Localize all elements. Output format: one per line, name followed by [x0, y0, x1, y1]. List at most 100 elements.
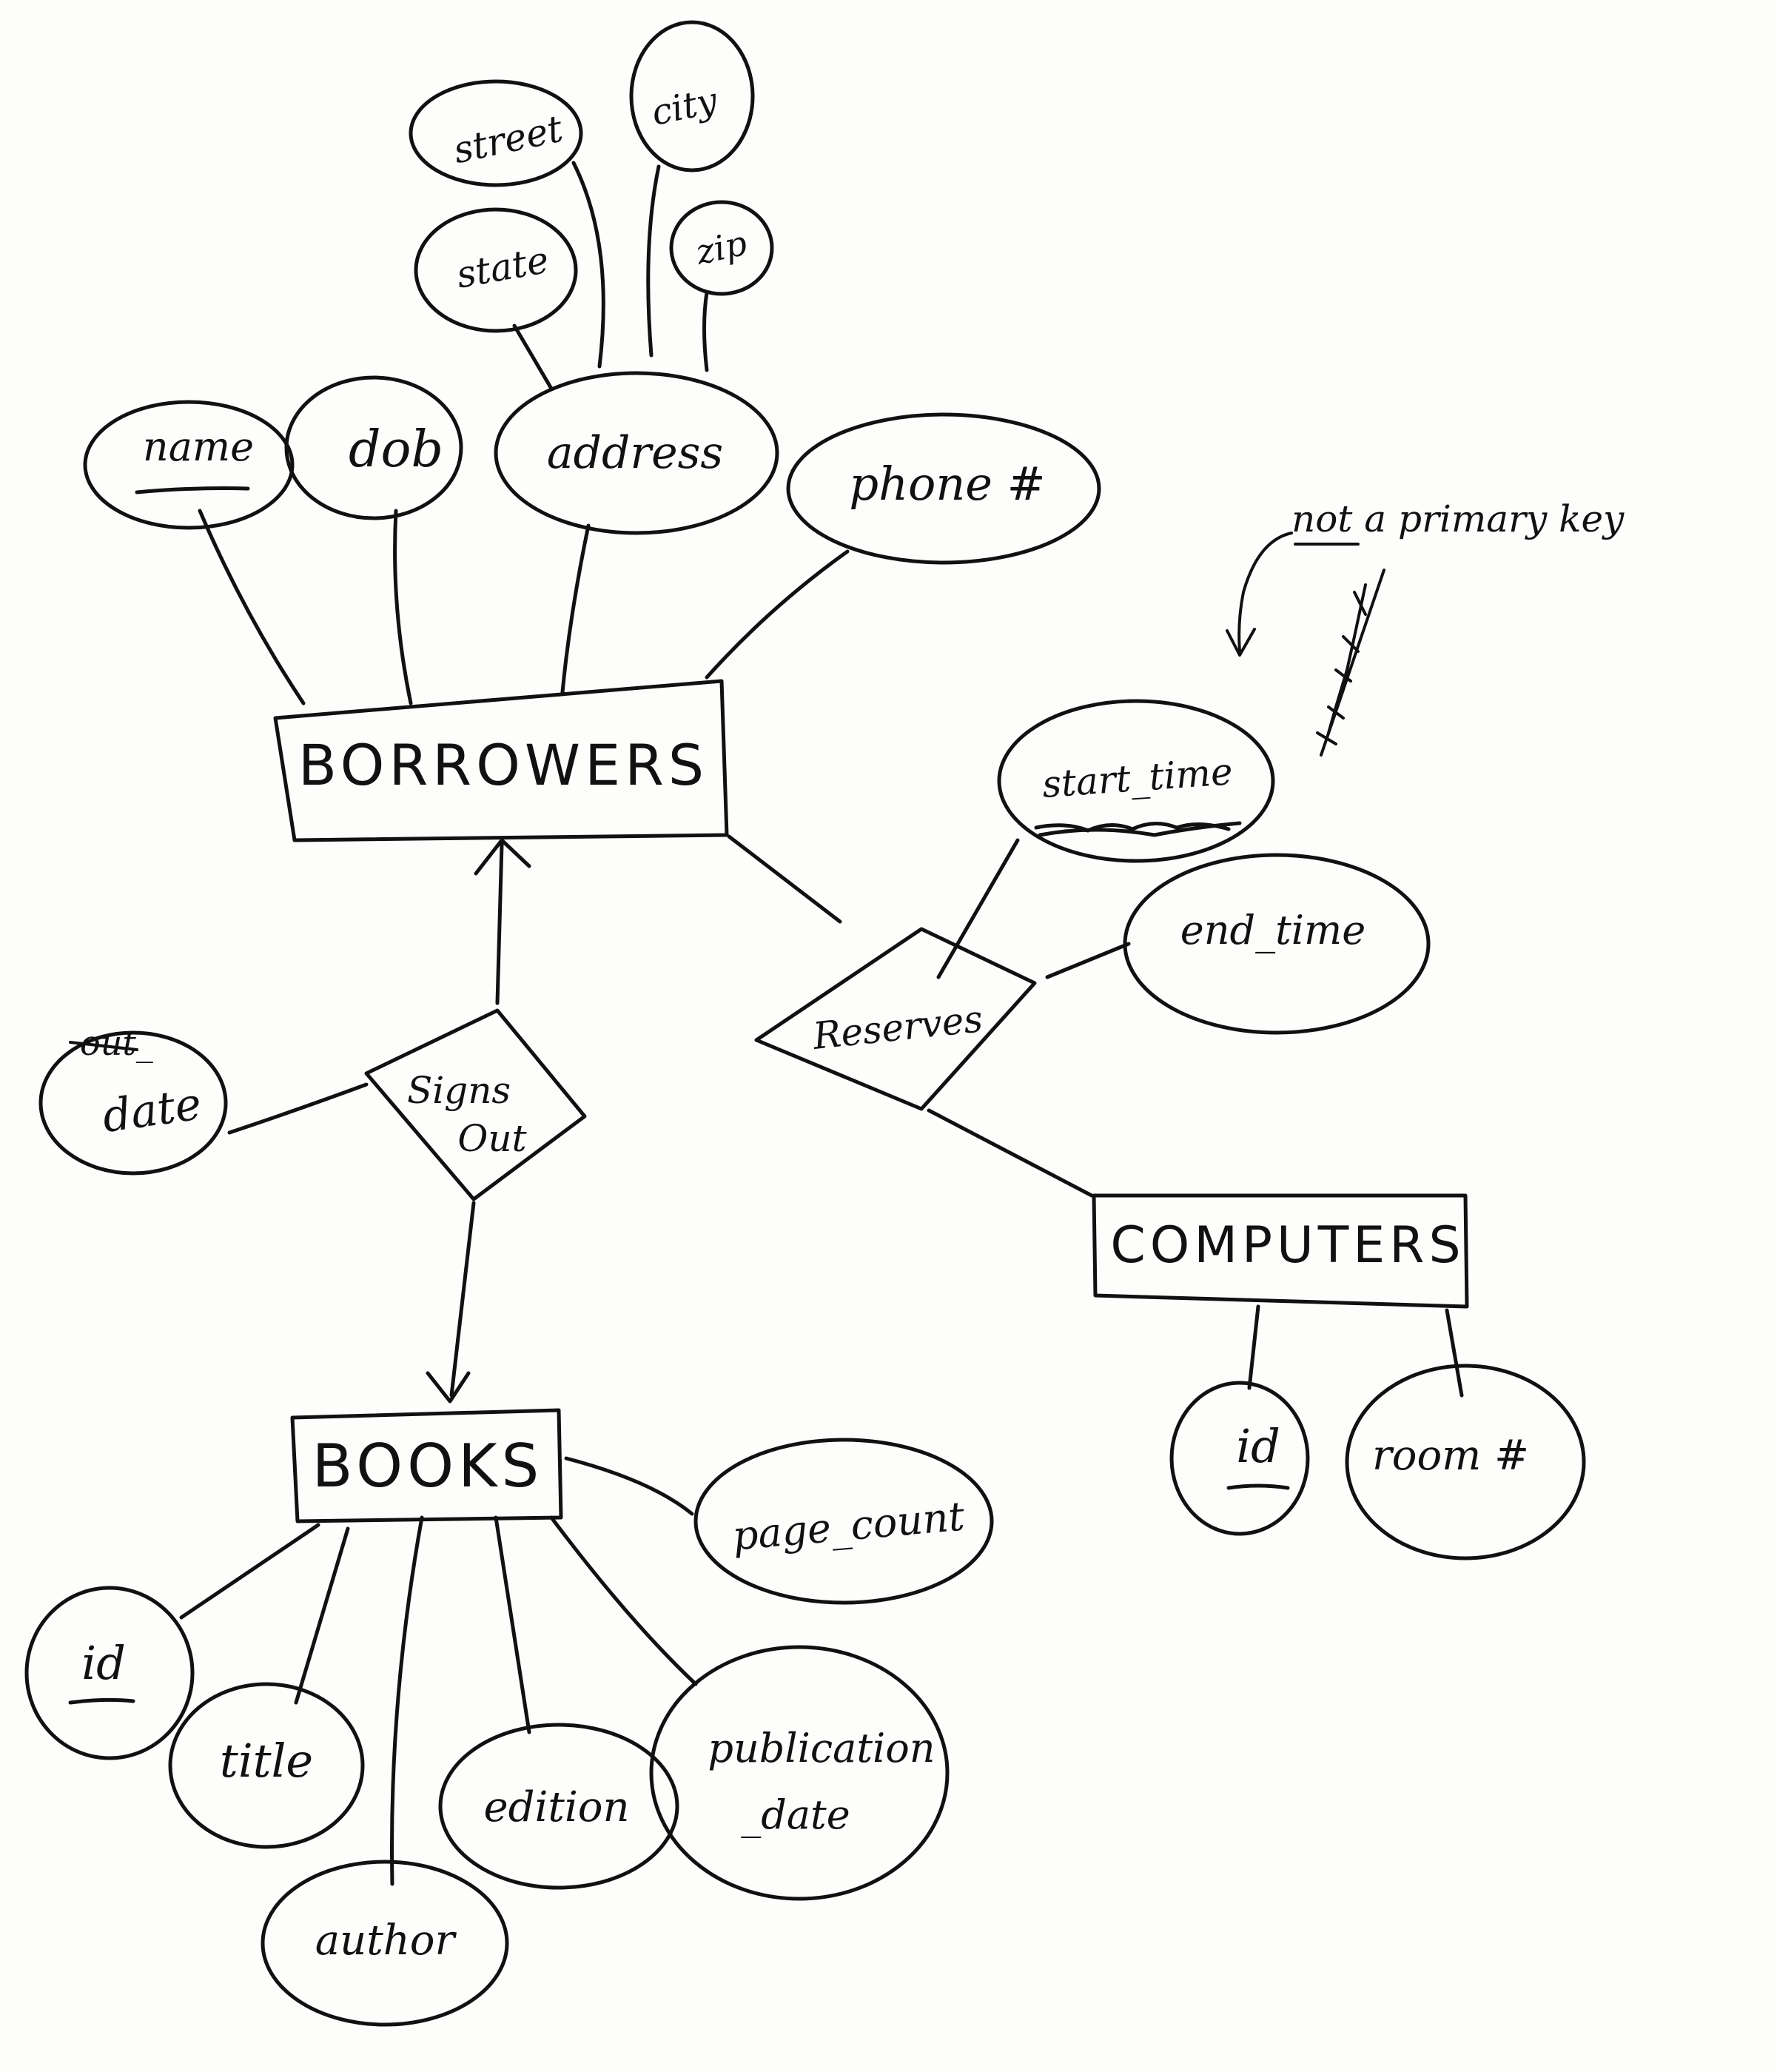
attribute-computers-room-label: room # — [1372, 1432, 1529, 1480]
line-state — [512, 323, 554, 391]
attribute-publication-date: publication _date — [649, 1645, 950, 1901]
attribute-edition: edition — [438, 1723, 679, 1890]
attribute-computers-room-oval — [1345, 1364, 1586, 1560]
attribute-street-oval — [409, 79, 583, 187]
signs-out-label-line2: Out — [457, 1117, 527, 1160]
entity-books: BOOKS — [290, 1408, 563, 1523]
attribute-dob-oval — [284, 375, 463, 520]
attribute-start-time-oval — [997, 699, 1275, 863]
attribute-title: title — [168, 1682, 365, 1849]
line-street — [571, 161, 605, 369]
line-dob — [393, 509, 413, 705]
line-books-author — [390, 1515, 424, 1886]
attribute-computers-id: id — [1169, 1381, 1310, 1536]
attribute-title-oval — [168, 1682, 365, 1849]
attribute-author-oval — [261, 1860, 509, 2027]
line-computers-id — [1247, 1304, 1260, 1390]
line-start-time — [936, 838, 1020, 979]
attribute-date-oval — [38, 1030, 228, 1176]
attribute-books-id-oval — [24, 1586, 195, 1760]
attribute-street: street — [409, 79, 583, 187]
line-address — [560, 523, 591, 694]
relationship-reserves-diamond — [754, 927, 1037, 1111]
attribute-phone: phone # — [786, 412, 1101, 565]
attribute-end-time-label: end_time — [1180, 907, 1365, 953]
attribute-phone-oval — [786, 412, 1101, 565]
line-phone — [705, 549, 850, 680]
line-computers-room — [1445, 1308, 1464, 1398]
attribute-state-oval — [414, 207, 578, 333]
attribute-name-label: name — [143, 423, 254, 470]
attribute-page-count-oval — [693, 1438, 994, 1605]
line-books-id — [179, 1523, 320, 1620]
entity-books-label: BOOKS — [312, 1432, 544, 1501]
line-zip — [702, 290, 709, 372]
attribute-zip-label: zip — [692, 223, 750, 272]
attribute-title-label: title — [220, 1734, 313, 1788]
line-signs-out-borrowers — [495, 842, 504, 1005]
attribute-page-count-label: page_count — [730, 1492, 967, 1559]
arrow-head-borrowers — [474, 838, 531, 876]
attribute-zip: zip — [669, 200, 774, 296]
attribute-address: address — [494, 371, 779, 535]
attribute-date-struck-text: out_ — [80, 1023, 153, 1063]
attribute-start-time: start_time — [997, 699, 1275, 863]
attribute-zip-oval — [669, 200, 774, 296]
attribute-name-oval — [83, 400, 295, 530]
attribute-start-time-scribble — [1034, 821, 1242, 837]
line-books-page-count — [564, 1456, 694, 1516]
attribute-computers-id-oval — [1169, 1381, 1310, 1536]
arrow-head-books — [426, 1371, 471, 1404]
attribute-address-oval — [494, 371, 779, 535]
attribute-city-oval — [629, 20, 755, 172]
attribute-publication-date-label-line2: _date — [741, 1791, 850, 1838]
attribute-books-id-key-underline — [68, 1697, 135, 1705]
entity-computers-box — [1092, 1193, 1469, 1309]
signs-out-label-line1: Signs — [407, 1069, 511, 1112]
annotation-arrow-shaft — [1237, 532, 1293, 653]
connector-lines — [179, 161, 1464, 1886]
attribute-phone-label: phone # — [849, 457, 1045, 511]
line-books-publication — [549, 1515, 698, 1686]
attribute-computers-room: room # — [1345, 1364, 1586, 1560]
annotation-arrow-head — [1226, 628, 1256, 657]
attribute-state-label: state — [453, 238, 551, 297]
attribute-date-label: date — [99, 1078, 204, 1143]
attribute-dob-label: dob — [349, 420, 443, 479]
attribute-books-id: id — [24, 1586, 195, 1760]
attribute-publication-date-label-line1: publication — [708, 1725, 935, 1771]
entity-books-box — [290, 1408, 563, 1523]
annotation-text: not a primary key — [1291, 497, 1625, 540]
line-reserves-computers — [927, 1108, 1094, 1198]
attribute-end-time: end_time — [1123, 853, 1431, 1035]
attribute-street-label: street — [450, 107, 568, 172]
attribute-page-count: page_count — [693, 1438, 994, 1605]
attribute-name: name — [83, 400, 295, 530]
attribute-address-label: address — [547, 427, 723, 479]
attribute-author: author — [261, 1860, 509, 2027]
entity-computers-label: COMPUTERS — [1110, 1216, 1465, 1275]
attribute-edition-oval — [438, 1723, 679, 1890]
line-books-edition — [494, 1515, 531, 1734]
attribute-date: out_ date — [38, 1023, 228, 1176]
attribute-start-time-label: start_time — [1041, 750, 1234, 806]
attribute-city: city — [629, 20, 755, 172]
relationship-reserves: Reserves — [754, 927, 1037, 1111]
attribute-end-time-oval — [1123, 853, 1431, 1035]
line-city — [646, 164, 661, 358]
relationship-signs-out: Signs Out — [364, 1008, 587, 1201]
line-date — [227, 1082, 369, 1135]
reserves-label: Reserves — [810, 997, 985, 1058]
annotation-not-primary-key: not a primary key — [1226, 497, 1625, 757]
attribute-computers-id-label: id — [1236, 1419, 1280, 1473]
entity-borrowers-label: BORROWERS — [298, 732, 708, 798]
attribute-author-label: author — [315, 1917, 457, 1965]
attribute-name-key-underline — [135, 486, 250, 494]
entity-computers: COMPUTERS — [1092, 1193, 1469, 1309]
attribute-date-strikethrough — [69, 1041, 138, 1051]
line-name — [198, 509, 306, 705]
entity-borrowers-box — [273, 679, 729, 842]
attribute-city-label: city — [648, 80, 722, 134]
entity-borrowers: BORROWERS — [273, 679, 729, 842]
